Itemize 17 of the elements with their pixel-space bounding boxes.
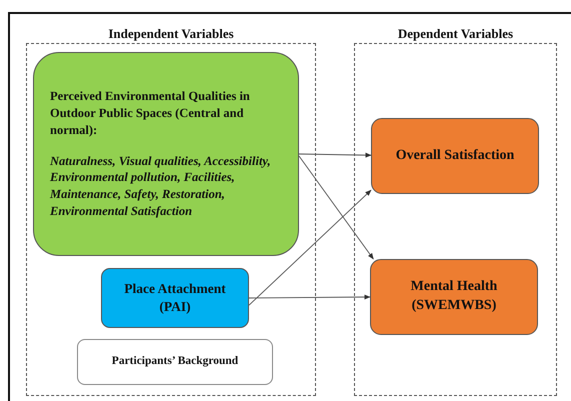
arrow <box>248 294 371 300</box>
variable-box <box>77 339 273 385</box>
group-heading: Independent Variables <box>108 26 234 42</box>
arrow <box>298 156 374 260</box>
box-label: Participants’ Background <box>112 354 238 370</box>
arrow <box>248 190 372 306</box>
box-label: Mental Health (SWEMWBS) <box>410 278 498 315</box>
box-label: Overall Satisfaction <box>396 146 514 165</box>
variable-box <box>370 259 538 335</box>
variable-box <box>371 118 539 194</box>
box-label: Place Attachment (PAI) <box>123 280 227 316</box>
rounded-variable-box <box>33 52 299 256</box>
group-heading: Dependent Variables <box>398 26 514 42</box>
box-label: Perceived Environmental Qualities in Outdoor Public Spaces (Central and normal): <box>50 88 251 139</box>
box-body-text: Naturalness, Visual qualities, Accessibility, Environmental pollution, Facilities, Maintenance, Safety, Restoration, Environmental Satisfaction <box>50 152 272 220</box>
arrow <box>298 152 372 158</box>
variable-box <box>101 268 249 328</box>
